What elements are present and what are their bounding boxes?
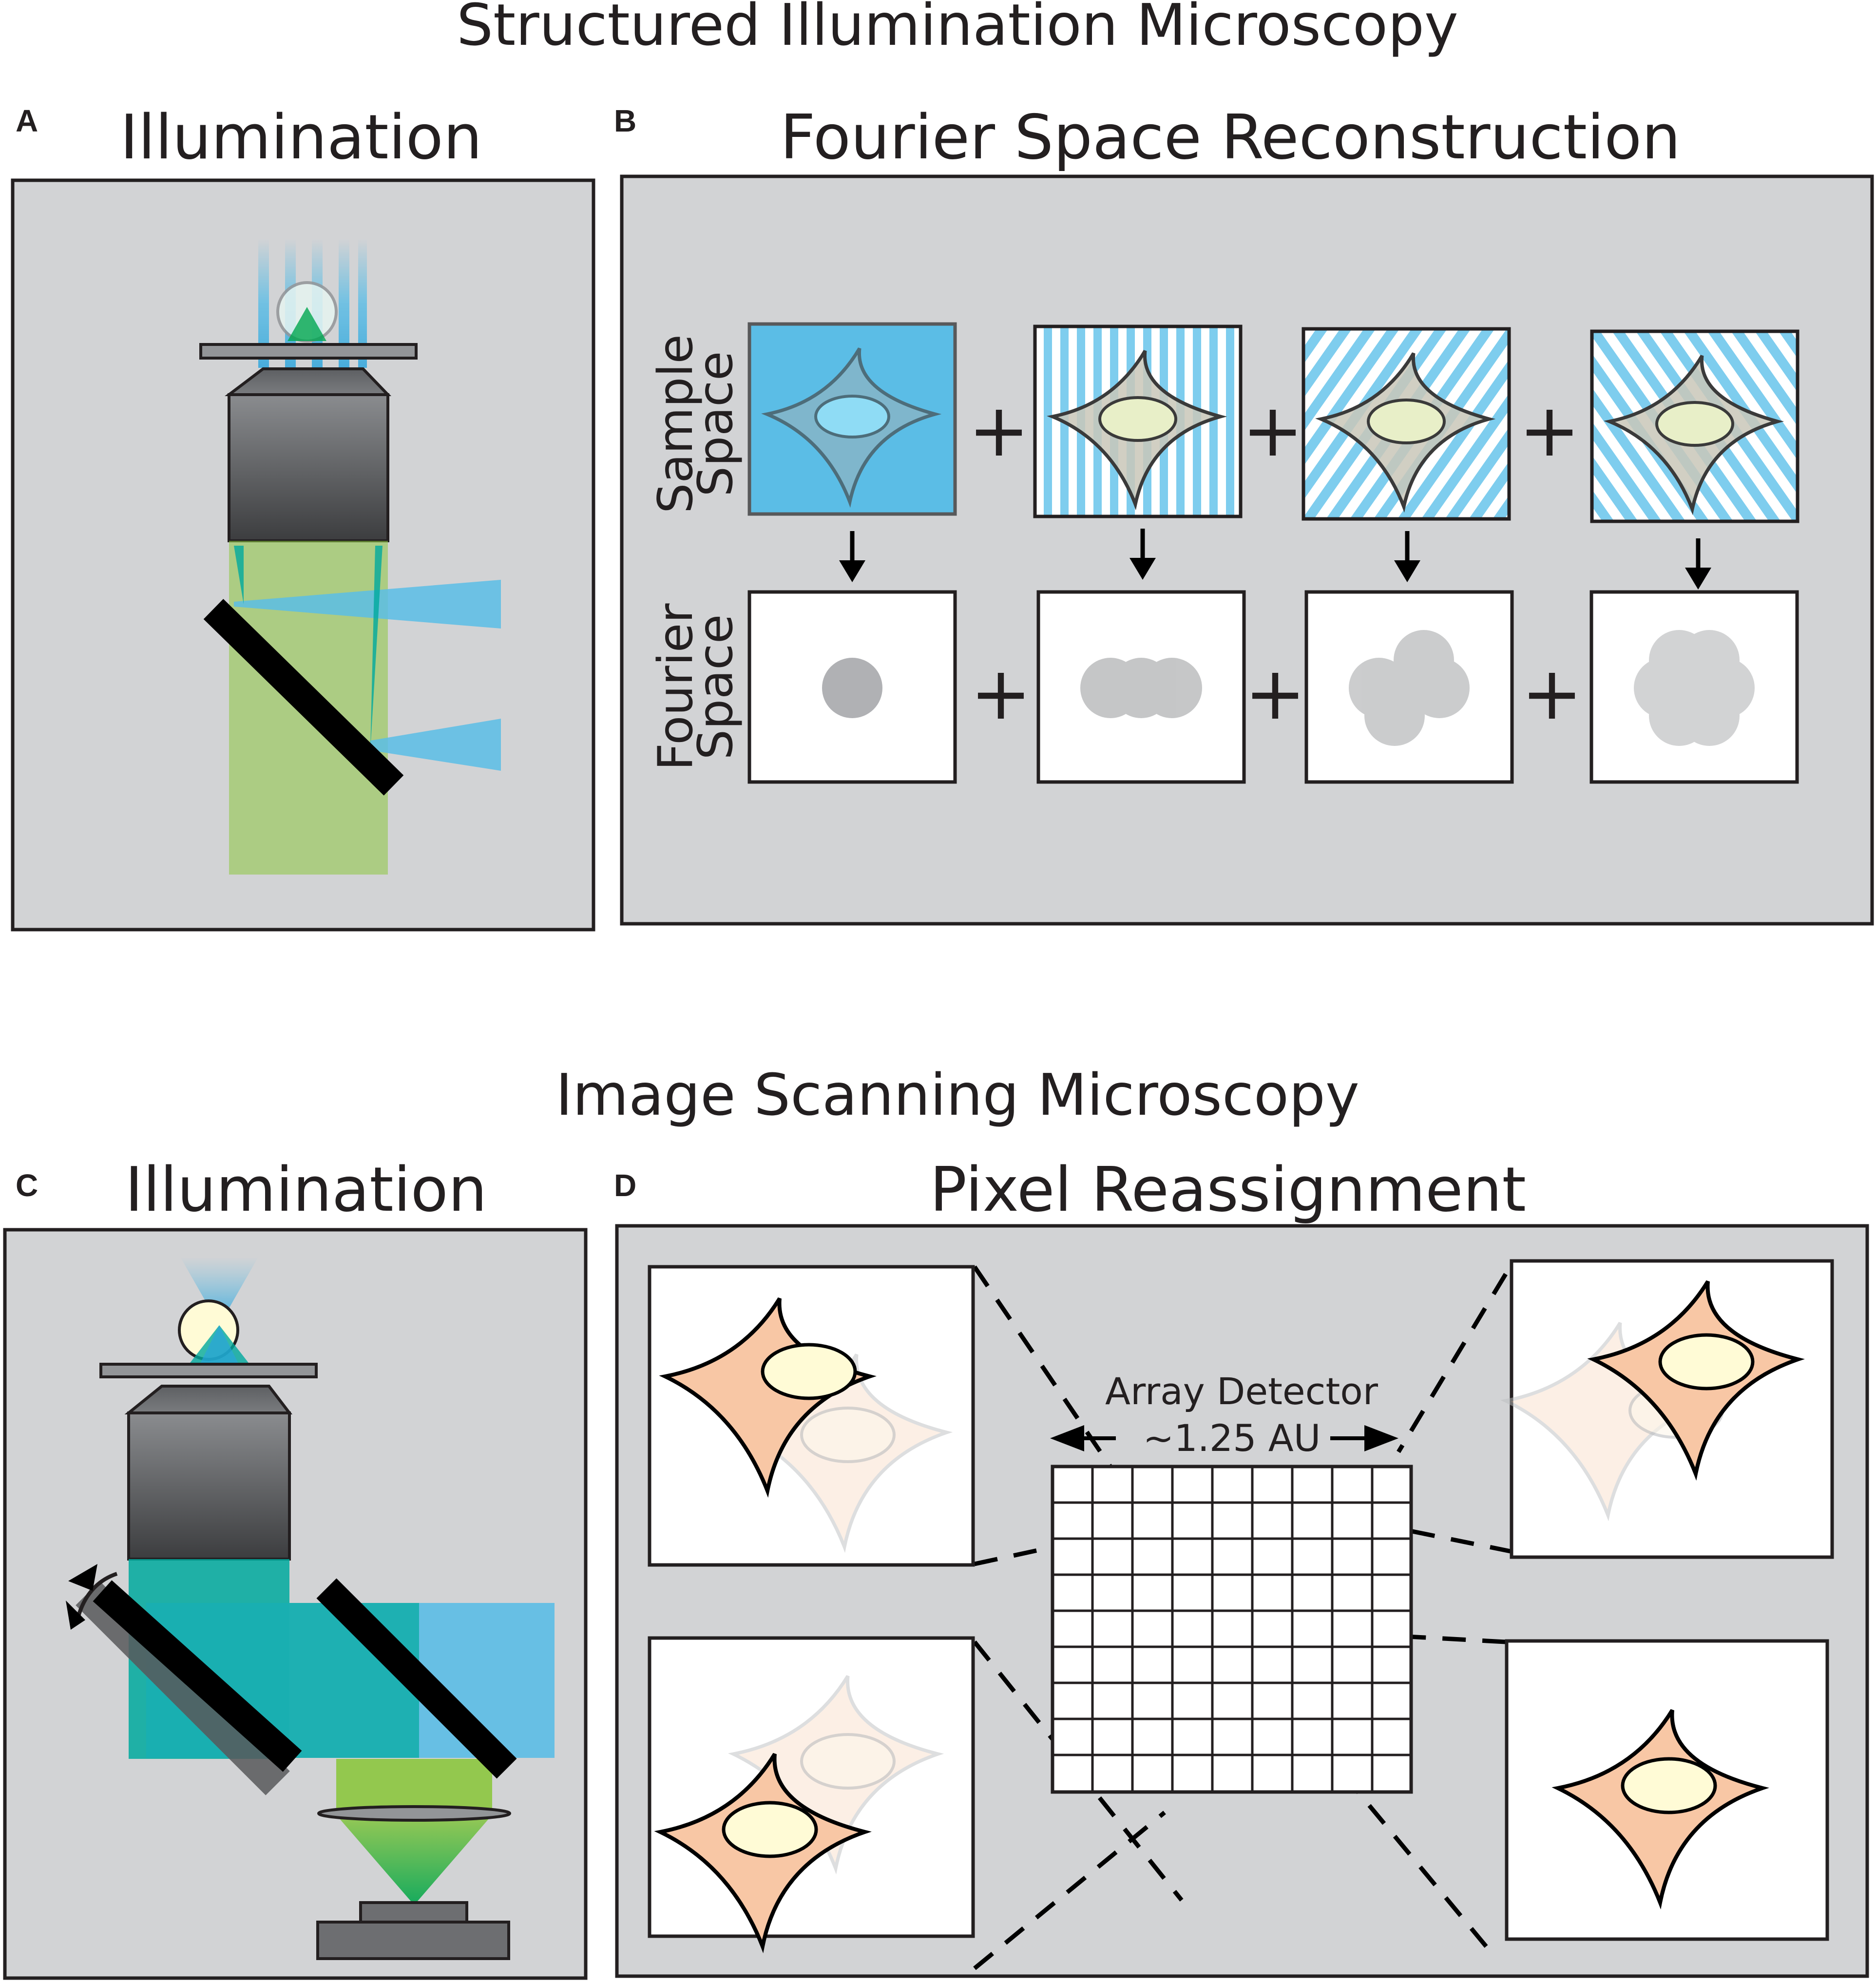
plus-sign-sample-1: + xyxy=(968,388,1030,473)
sim-title: Structured Illumination Microscopy xyxy=(457,0,1458,58)
focused-excitation xyxy=(180,1257,258,1325)
panel-a-letter: A xyxy=(16,103,38,138)
plus-sign-fourier-1: + xyxy=(970,651,1032,736)
row-label-fourier-line1: Fourier xyxy=(648,603,704,771)
sample-tile-3 xyxy=(1302,327,1511,521)
plus-sign-sample-3: + xyxy=(1519,388,1580,473)
panel-a-title: Illumination xyxy=(120,101,482,173)
panel-d-letter: D xyxy=(614,1168,636,1203)
objective-lens xyxy=(228,393,389,542)
panel-b-title: Fourier Space Reconstruction xyxy=(780,101,1681,173)
reassigned-image-top-right xyxy=(1506,1259,1834,1559)
panel-d: D Pixel Reassignment xyxy=(614,1154,1869,1978)
panel-a: A Illumination xyxy=(11,101,595,932)
scan-mirror xyxy=(93,1580,302,1772)
fourier-tile-4 xyxy=(1589,590,1799,784)
array-detector-label: Array Detector xyxy=(1105,1370,1378,1413)
panel-c-letter: C xyxy=(16,1168,38,1203)
coverslip xyxy=(199,343,418,360)
panel-b-letter: B xyxy=(614,103,636,138)
sample-tile-1 xyxy=(747,322,957,516)
detector-top xyxy=(359,1901,468,1924)
panel-b: B Fourier Space Reconstruction Sample Sp… xyxy=(614,101,1874,926)
plus-sign-fourier-3: + xyxy=(1521,651,1583,736)
row-label-fourier-space: Fourier Space xyxy=(648,603,744,771)
array-detector-grid xyxy=(1051,1465,1413,1794)
row-label-sample-line2: Space xyxy=(688,351,744,497)
tube-lens xyxy=(317,1805,511,1822)
reassigned-image-top-left xyxy=(648,1265,975,1567)
row-label-sample-space: Sample Space xyxy=(648,334,744,513)
fourier-tile-3 xyxy=(1304,590,1514,784)
panel-b-frame xyxy=(620,174,1874,926)
fourier-tile-1 xyxy=(747,590,957,784)
focus-cone xyxy=(287,307,326,341)
fourier-tile-2 xyxy=(1036,590,1246,784)
array-detector-size-label: ~1.25 AU xyxy=(1143,1416,1321,1460)
reassigned-image-bottom-left xyxy=(648,1636,975,1946)
plus-sign-fourier-2: + xyxy=(1244,651,1306,736)
panel-d-title: Pixel Reassignment xyxy=(930,1154,1526,1225)
focus-blue xyxy=(197,1325,241,1369)
width-arrow-icon xyxy=(1050,1425,1398,1451)
excitation-beam-lower xyxy=(370,719,501,771)
plus-sign-sample-2: + xyxy=(1242,388,1303,473)
row-label-sample-line1: Sample xyxy=(648,334,704,513)
diffracted-beam-1 xyxy=(234,546,244,604)
dichroic-mirror xyxy=(316,1578,517,1779)
sample-tile-2 xyxy=(1033,324,1243,518)
diffracted-beam-2 xyxy=(370,546,383,750)
panel-c-title: Illumination xyxy=(125,1154,487,1225)
excitation-beam-upper xyxy=(234,580,501,629)
coverslip xyxy=(99,1363,318,1378)
down-arrow-icon xyxy=(839,529,1711,590)
dichroic-mirror xyxy=(203,599,404,796)
objective-lens xyxy=(127,1411,291,1561)
panel-c: C Illumination xyxy=(3,1154,588,1980)
row-label-fourier-line2: Space xyxy=(688,614,744,760)
reassigned-image-bottom-right xyxy=(1505,1639,1829,1941)
ism-title: Image Scanning Microscopy xyxy=(555,1061,1359,1128)
emission-cone xyxy=(336,1815,492,1905)
rotation-arrow-icon xyxy=(66,1564,118,1630)
sample-tile-4 xyxy=(1590,329,1799,523)
detector-base xyxy=(316,1921,510,1960)
